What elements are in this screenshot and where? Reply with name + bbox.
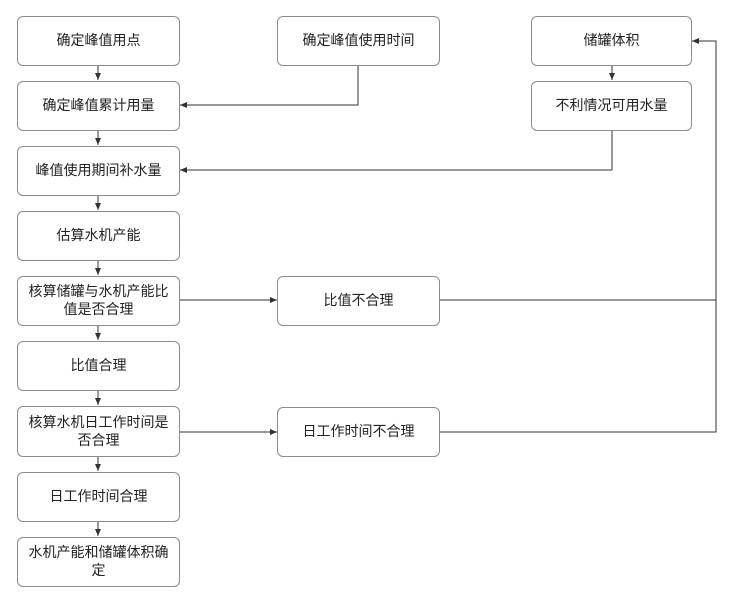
node-unfavorable-water-label: 不利情况可用水量: [555, 98, 668, 114]
node-ratio-reasonable-label: 比值合理: [70, 358, 127, 374]
node-final-determined: 水机产能和储罐体积确定: [17, 537, 180, 587]
node-determine-peak-cumulative: 确定峰值累计用量: [17, 81, 180, 131]
edge-unfavorable-to-supplement: [180, 131, 613, 173]
edge-daily-unreasonable-feedback: [440, 38, 717, 433]
node-peak-supplement-label: 峰值使用期间补水量: [35, 163, 162, 179]
node-daily-time-reasonable-label: 日工作时间合理: [49, 489, 148, 505]
node-estimate-capacity: 估算水机产能: [17, 211, 180, 261]
node-determine-peak-cumulative-label: 确定峰值累计用量: [42, 98, 155, 114]
node-daily-time-reasonable: 日工作时间合理: [17, 472, 180, 522]
node-determine-peak-time: 确定峰值使用时间: [277, 16, 440, 66]
node-estimate-capacity-label: 估算水机产能: [56, 228, 141, 244]
node-peak-supplement: 峰值使用期间补水量: [17, 146, 180, 196]
node-unfavorable-water: 不利情况可用水量: [531, 81, 692, 131]
node-check-ratio: 核算储罐与水机产能比值是否合理: [17, 276, 180, 326]
node-storage-volume: 储罐体积: [531, 16, 692, 66]
edge-peak-time-to-cumulative: [180, 66, 359, 108]
node-ratio-unreasonable-label: 比值不合理: [323, 293, 394, 309]
node-final-determined-label: 水机产能和储罐体积确定: [28, 545, 169, 579]
node-ratio-unreasonable: 比值不合理: [277, 276, 440, 326]
node-determine-peak-point: 确定峰值用点: [17, 16, 180, 66]
node-check-daily-time: 核算水机日工作时间是否合理: [17, 406, 180, 457]
node-check-ratio-label: 核算储罐与水机产能比值是否合理: [28, 284, 169, 318]
node-daily-time-unreasonable: 日工作时间不合理: [277, 407, 440, 457]
node-storage-volume-label: 储罐体积: [583, 33, 640, 49]
node-ratio-reasonable: 比值合理: [17, 341, 180, 391]
node-determine-peak-time-label: 确定峰值使用时间: [302, 33, 415, 49]
node-check-daily-time-label: 核算水机日工作时间是否合理: [28, 414, 169, 449]
node-determine-peak-point-label: 确定峰值用点: [56, 33, 141, 49]
node-daily-time-unreasonable-label: 日工作时间不合理: [302, 424, 415, 440]
